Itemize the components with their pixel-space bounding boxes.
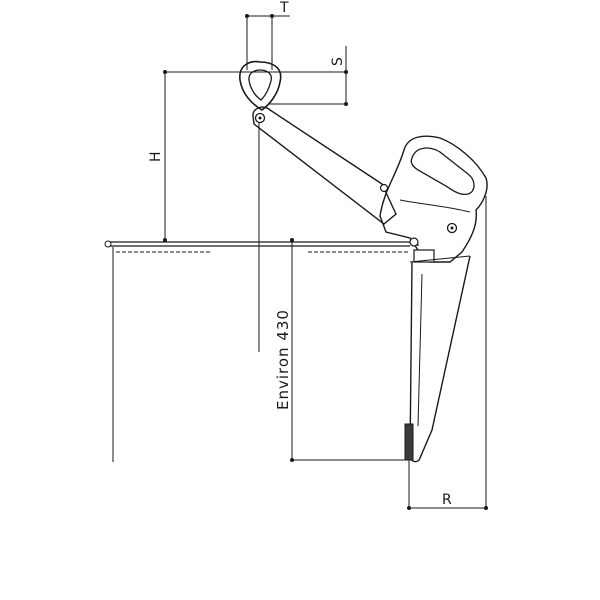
label-r: R — [442, 492, 452, 508]
dimension-r: R — [407, 196, 488, 510]
dimension-s: S — [268, 46, 348, 106]
dimension-t: T — [245, 0, 290, 70]
upper-arm — [252, 106, 397, 225]
grip-pad — [404, 423, 414, 461]
dimension-environ: Environ 430 — [274, 238, 408, 462]
label-t: T — [279, 0, 289, 16]
label-environ: Environ 430 — [274, 309, 292, 410]
lifting-eye — [239, 60, 282, 111]
drum-outline — [104, 240, 419, 462]
dimension-h: H — [148, 70, 270, 242]
clamp-body — [379, 135, 488, 263]
jaw-leg — [404, 255, 471, 463]
label-s: S — [330, 57, 346, 66]
label-h: H — [148, 151, 164, 162]
pivot-jaw — [409, 237, 419, 247]
